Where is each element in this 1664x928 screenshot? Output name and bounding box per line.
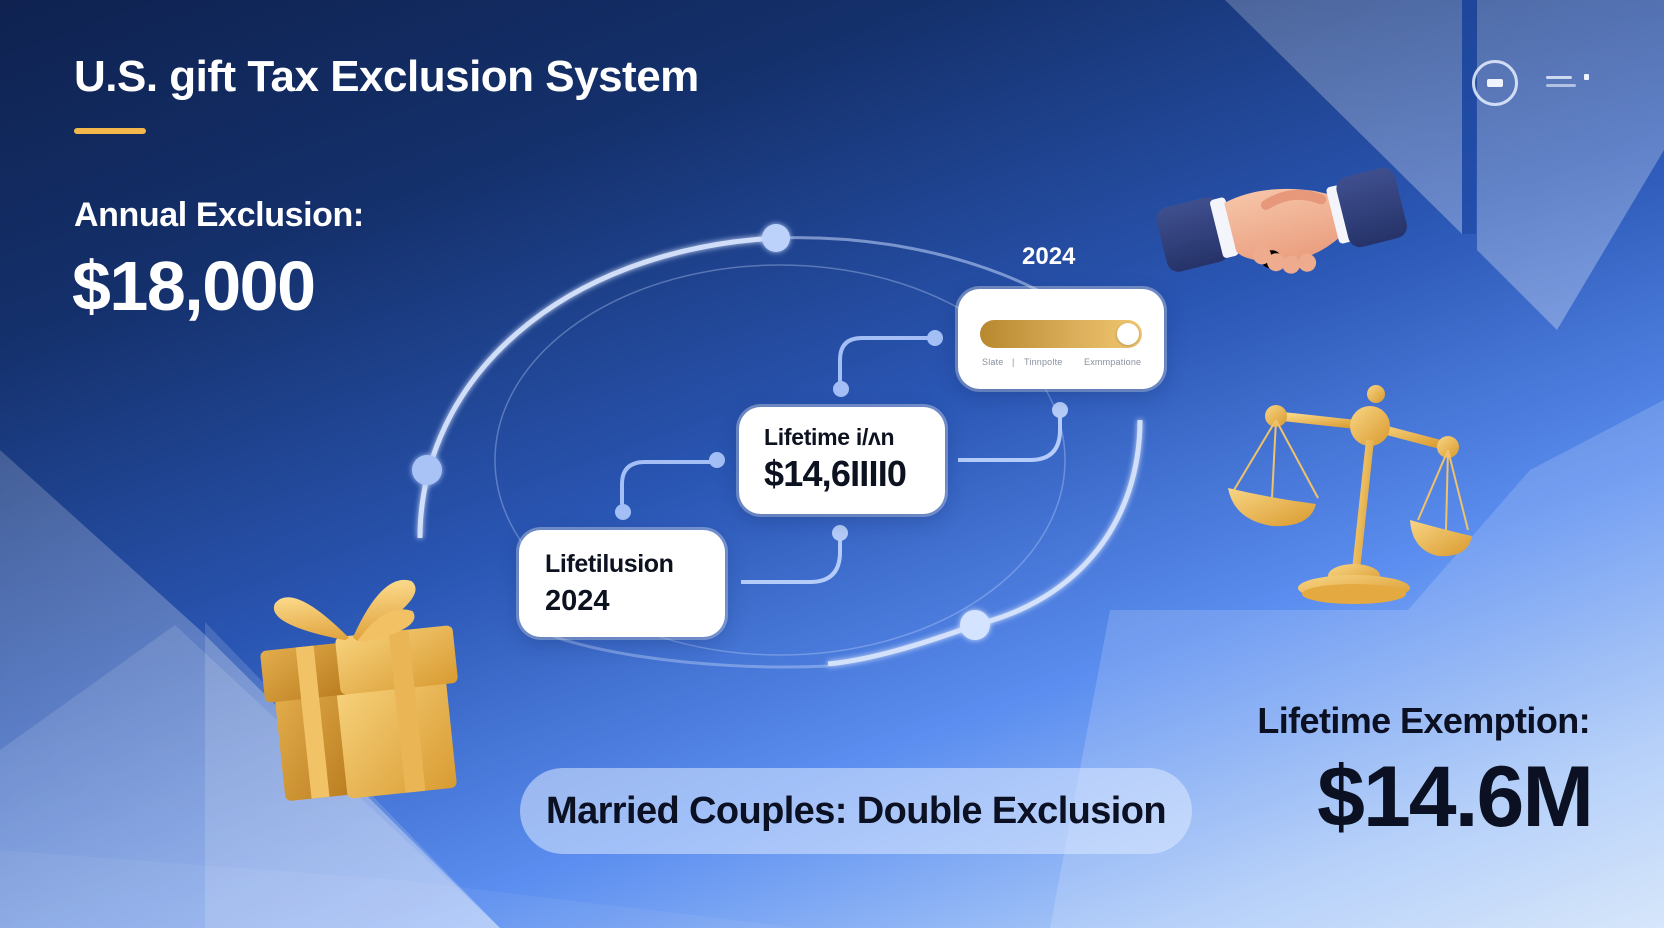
annual-exclusion-value: $18,000	[72, 247, 316, 325]
handshake-icon	[1156, 167, 1407, 274]
gift-box-icon	[260, 579, 458, 801]
scales-of-justice-icon	[1228, 385, 1472, 604]
lifetime-exemption-value: $14.6M	[1317, 749, 1594, 845]
slider-ticks: Slate | Tinnpolte Exmmpatione	[982, 357, 1142, 367]
page-title: U.S. gift Tax Exclusion System	[74, 52, 699, 101]
exclusion-card-title: Lifetilusion	[545, 550, 674, 578]
title-underline-accent	[74, 128, 146, 134]
tick-label: Slate	[982, 357, 1004, 367]
exclusion-year-card: Lifetilusion 2024	[519, 530, 725, 637]
menu-lines-icon[interactable]	[1546, 72, 1590, 92]
married-couples-pill: Married Couples: Double Exclusion	[520, 768, 1192, 854]
exemption-slider[interactable]	[980, 320, 1142, 348]
tick-label: Exmmpatione	[1084, 357, 1142, 367]
tick-separator: |	[1012, 357, 1015, 367]
slider-card: Slate | Tinnpolte Exmmpatione	[958, 289, 1164, 389]
minus-circle-icon[interactable]	[1472, 60, 1518, 106]
lifetime-exemption-label: Lifetime Exemption:	[1257, 700, 1590, 741]
annual-exclusion-label: Annual Exclusion:	[74, 196, 364, 234]
exclusion-card-year: 2024	[545, 585, 610, 617]
tick-label: Tinnpolte	[1024, 357, 1063, 367]
slider-knob[interactable]	[1117, 323, 1139, 345]
lifetime-card-value: $14,6IIII0	[764, 453, 907, 494]
lifetime-card-title: Lifetime i/ʌn	[764, 424, 895, 450]
year-label: 2024	[1022, 243, 1076, 270]
lifetime-card: Lifetime i/ʌn $14,6IIII0	[739, 407, 945, 514]
